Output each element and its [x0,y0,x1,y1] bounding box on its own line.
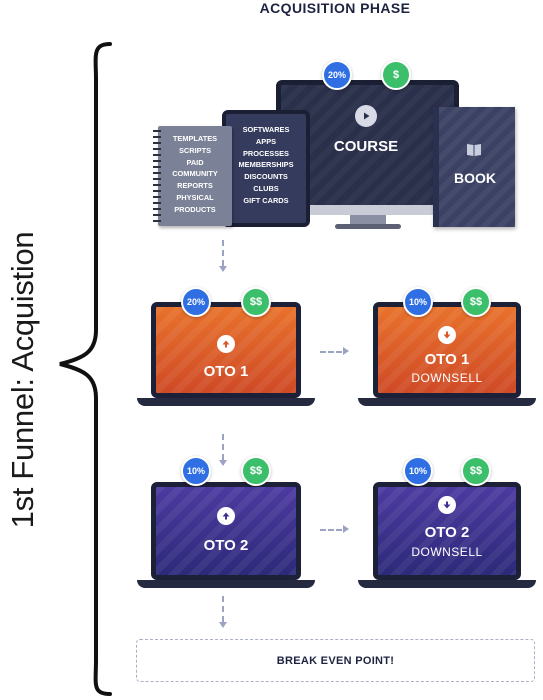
oto1-percent-badge: 20% [181,287,211,317]
arrow-down-icon [219,460,227,466]
notebook [158,126,232,226]
upsell-arrow-icon [217,335,235,353]
oto1-downsell-laptop-base [358,398,536,406]
oto1-title: OTO 1 [203,363,249,380]
oto1-downsell-title: OTO 1 [424,351,470,368]
oto2-downsell-money-badge: $$ [461,456,491,486]
course-label: COURSE [333,138,399,155]
book-cover [433,107,515,227]
notebook-item: PAID [186,157,204,167]
tablet-device [222,110,310,227]
tablet-item: PROCESSES [242,148,289,158]
oto2-downsell-subtitle: DOWNSELL [411,545,483,559]
monitor-neck [350,215,386,225]
downsell-arrow-icon [438,496,456,514]
tablet-item: SOFTWARES [242,125,290,134]
oto2-title: OTO 2 [203,537,249,554]
curly-brace [59,42,112,696]
play-icon [355,105,377,127]
top-percent-badge: 20% [322,60,352,90]
arrow-down-icon [219,622,227,628]
oto2-downsell-laptop-base [358,580,536,588]
book-label: BOOK [454,170,496,186]
oto1-downsell-percent-badge: 10% [403,287,433,317]
arrow-down-icon [219,266,227,272]
downsell-arrow-icon [438,326,456,344]
funnel-side-label: 1st Funnel: Acquistion [5,231,40,529]
connector-down [222,240,224,266]
notebook-item: REPORTS [177,181,213,191]
oto2-downsell-percent-badge: 10% [403,456,433,486]
oto2-percent-badge: 10% [181,456,211,486]
oto1-money-badge: $$ [241,287,271,317]
tablet-item: MEMBERSHIPS [238,160,294,170]
break-even-box: BREAK EVEN POINT! [136,639,535,682]
book-icon [467,144,481,156]
arrow-right-icon [343,525,349,533]
oto1-laptop-base [137,398,315,406]
connector-down [222,596,224,622]
oto2-laptop-screen [151,482,301,580]
oto2-money-badge: $$ [241,456,271,486]
tablet-item: GIFT CARDS [243,195,289,205]
tablet-item: DISCOUNTS [244,172,288,182]
phase-title: ACQUISITION PHASE [259,0,411,16]
notebook-item: TEMPLATES [172,134,218,143]
tablet-items: SOFTWARES APPS PROCESSES MEMBERSHIPS DIS… [226,124,306,207]
oto2-downsell-laptop-screen [373,482,521,580]
oto1-downsell-subtitle: DOWNSELL [411,371,483,385]
notebook-item: SCRIPTS [178,145,212,155]
tablet-item: CLUBS [253,183,279,193]
tablet-item: APPS [255,136,277,146]
top-money-badge: $ [381,60,411,90]
connector-right [320,351,342,353]
monitor-chin [276,205,459,215]
notebook-spiral [153,130,161,222]
oto2-laptop-base [137,580,315,588]
notebook-item: PRODUCTS [174,204,216,214]
notebook-item: COMMUNITY [172,169,218,179]
oto2-downsell-title: OTO 2 [424,524,470,541]
upsell-arrow-icon [217,507,235,525]
connector-down [222,434,224,460]
notebook-item: PHYSICAL [176,192,214,202]
monitor-base [335,224,401,229]
connector-right [320,529,342,531]
oto1-downsell-laptop-screen [373,302,521,398]
notebook-items: TEMPLATES SCRIPTS PAID COMMUNITY REPORTS… [162,133,228,216]
oto1-downsell-money-badge: $$ [461,287,491,317]
arrow-right-icon [343,347,349,355]
